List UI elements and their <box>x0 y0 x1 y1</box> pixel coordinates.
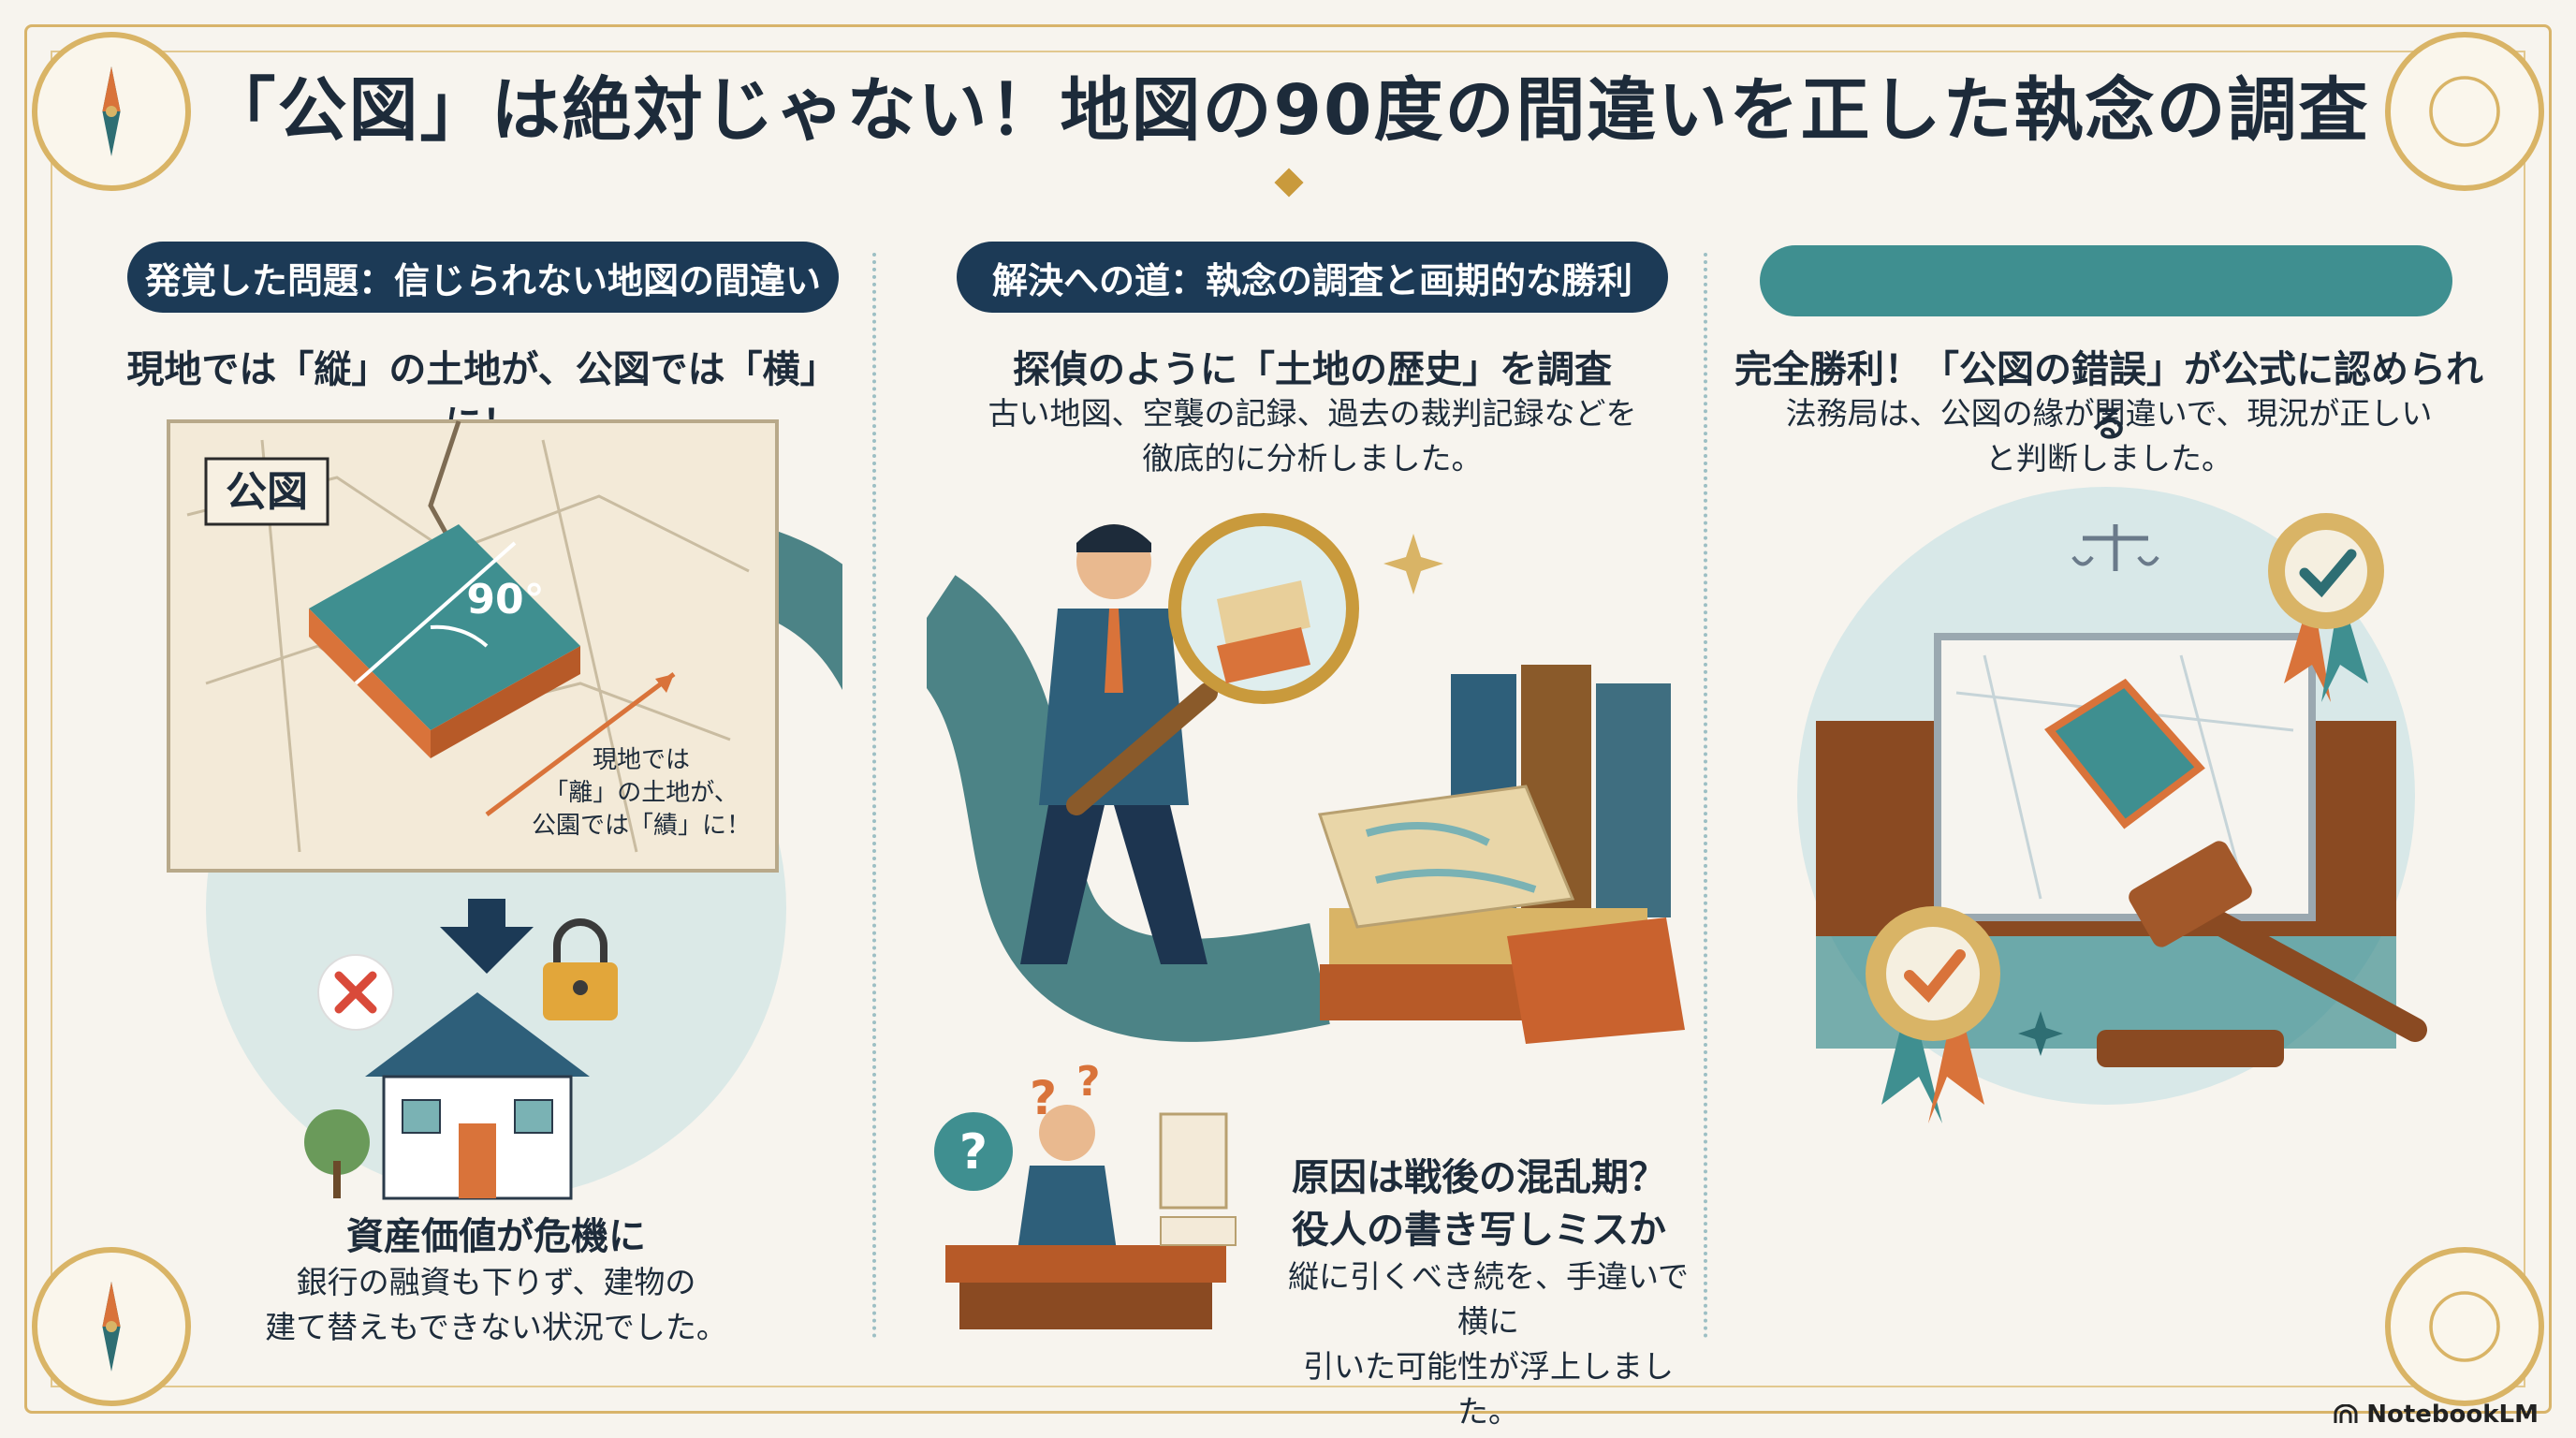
gavel-icon <box>2097 841 2427 1067</box>
asset-body-line-1: 銀行の融資も下りず、建物の <box>296 1264 696 1300</box>
outer-frame <box>24 24 2552 1414</box>
check-icon <box>2268 513 2384 629</box>
inner-frame <box>51 51 2525 1387</box>
solution-pill: 解決への道：執念の調査と画期的な勝利 <box>957 242 1668 313</box>
callout-line-1: 現地では <box>593 746 690 774</box>
result-heading: 完全勝利！「公図の錯誤」が公式に認められる <box>1734 348 2483 446</box>
page-title: 「公図」は絶対じゃない！地図の90度の間違いを正した執念の調査 <box>206 70 2370 151</box>
asset-body: 銀行の融資も下りず、建物の 建て替えもできない状況でした。 <box>150 1260 842 1350</box>
solution-body-line-1: 古い地図、空襲の記録、過去の裁判記録などを <box>988 395 1637 432</box>
investigation-illustration <box>927 513 1685 1044</box>
column-divider <box>872 253 876 1339</box>
lock-icon <box>543 918 618 1020</box>
asset-heading: 資産価値が危機に <box>346 1215 646 1258</box>
result-body: 法務局は、公図の緣が関違いで、現況が正しい と判断しました。 <box>1730 391 2488 481</box>
cause-body: 縦に引くべき続を、手違いで横に 引いた可能性が浮上しました。 <box>1273 1255 1704 1433</box>
cross-icon <box>317 954 394 1031</box>
result-pill <box>1760 245 2452 316</box>
logo-text: NotebookLM <box>2366 1401 2539 1429</box>
cause-heading-line-2: 役人の書き写しミスか <box>1292 1209 1666 1252</box>
compass-icon <box>2385 1247 2544 1406</box>
problem-pill: 発覚した問題：信じられない地図の間違い <box>127 242 839 313</box>
victory-illustration <box>1797 487 2427 1123</box>
result-body-line-2: と判断しました。 <box>1985 439 2232 477</box>
solution-heading: 探偵のように「土地の歴史」を調査 <box>1013 348 1612 391</box>
cause-heading: 原因は戦後の混乱期？ 役人の書き写しミスか <box>1273 1152 1685 1256</box>
magnifier-icon <box>1066 513 1359 815</box>
check-icon <box>1866 906 2000 1041</box>
result-body-line-1: 法務局は、公図の緣が関違いで、現況が正しい <box>1785 395 2433 432</box>
asset-body-line-2: 建て替えもできない状況でした。 <box>265 1308 727 1345</box>
map-label: 公図 <box>226 468 308 516</box>
svg-text:?: ? <box>1076 1058 1101 1106</box>
compass-icon <box>32 32 191 191</box>
solution-body-line-2: 徹底的に分析しました。 <box>1142 439 1483 477</box>
cause-heading-line-1: 原因は戦後の混乱期？ <box>1292 1156 1666 1199</box>
question-icon: ? <box>934 1112 1013 1191</box>
compass-icon <box>32 1247 191 1406</box>
svg-text:?: ? <box>959 1124 988 1181</box>
scales-icon <box>2071 524 2159 571</box>
callout-line-3: 公園では「績」に！ <box>532 812 751 840</box>
cause-body-line-1: 縦に引くべき続を、手違いで横に <box>1287 1258 1689 1340</box>
column-divider <box>1704 253 1707 1339</box>
callout-line-2: 「離」の土地が、 <box>544 779 738 807</box>
compass-icon <box>2385 32 2544 191</box>
problem-illustration: 公図 90° 現地では 「離」の土地が、 公園では「績」に！ <box>167 419 842 1200</box>
angle-label: 90° <box>466 576 544 624</box>
cause-illustration: ? ? ? <box>934 1058 1237 1329</box>
solution-body: 古い地図、空襲の記録、過去の裁判記録などを 徹底的に分析しました。 <box>910 391 1715 481</box>
notebooklm-logo: NotebookLM <box>2333 1401 2539 1429</box>
cause-body-line-2: 引いた可能性が浮上しました。 <box>1303 1347 1674 1430</box>
